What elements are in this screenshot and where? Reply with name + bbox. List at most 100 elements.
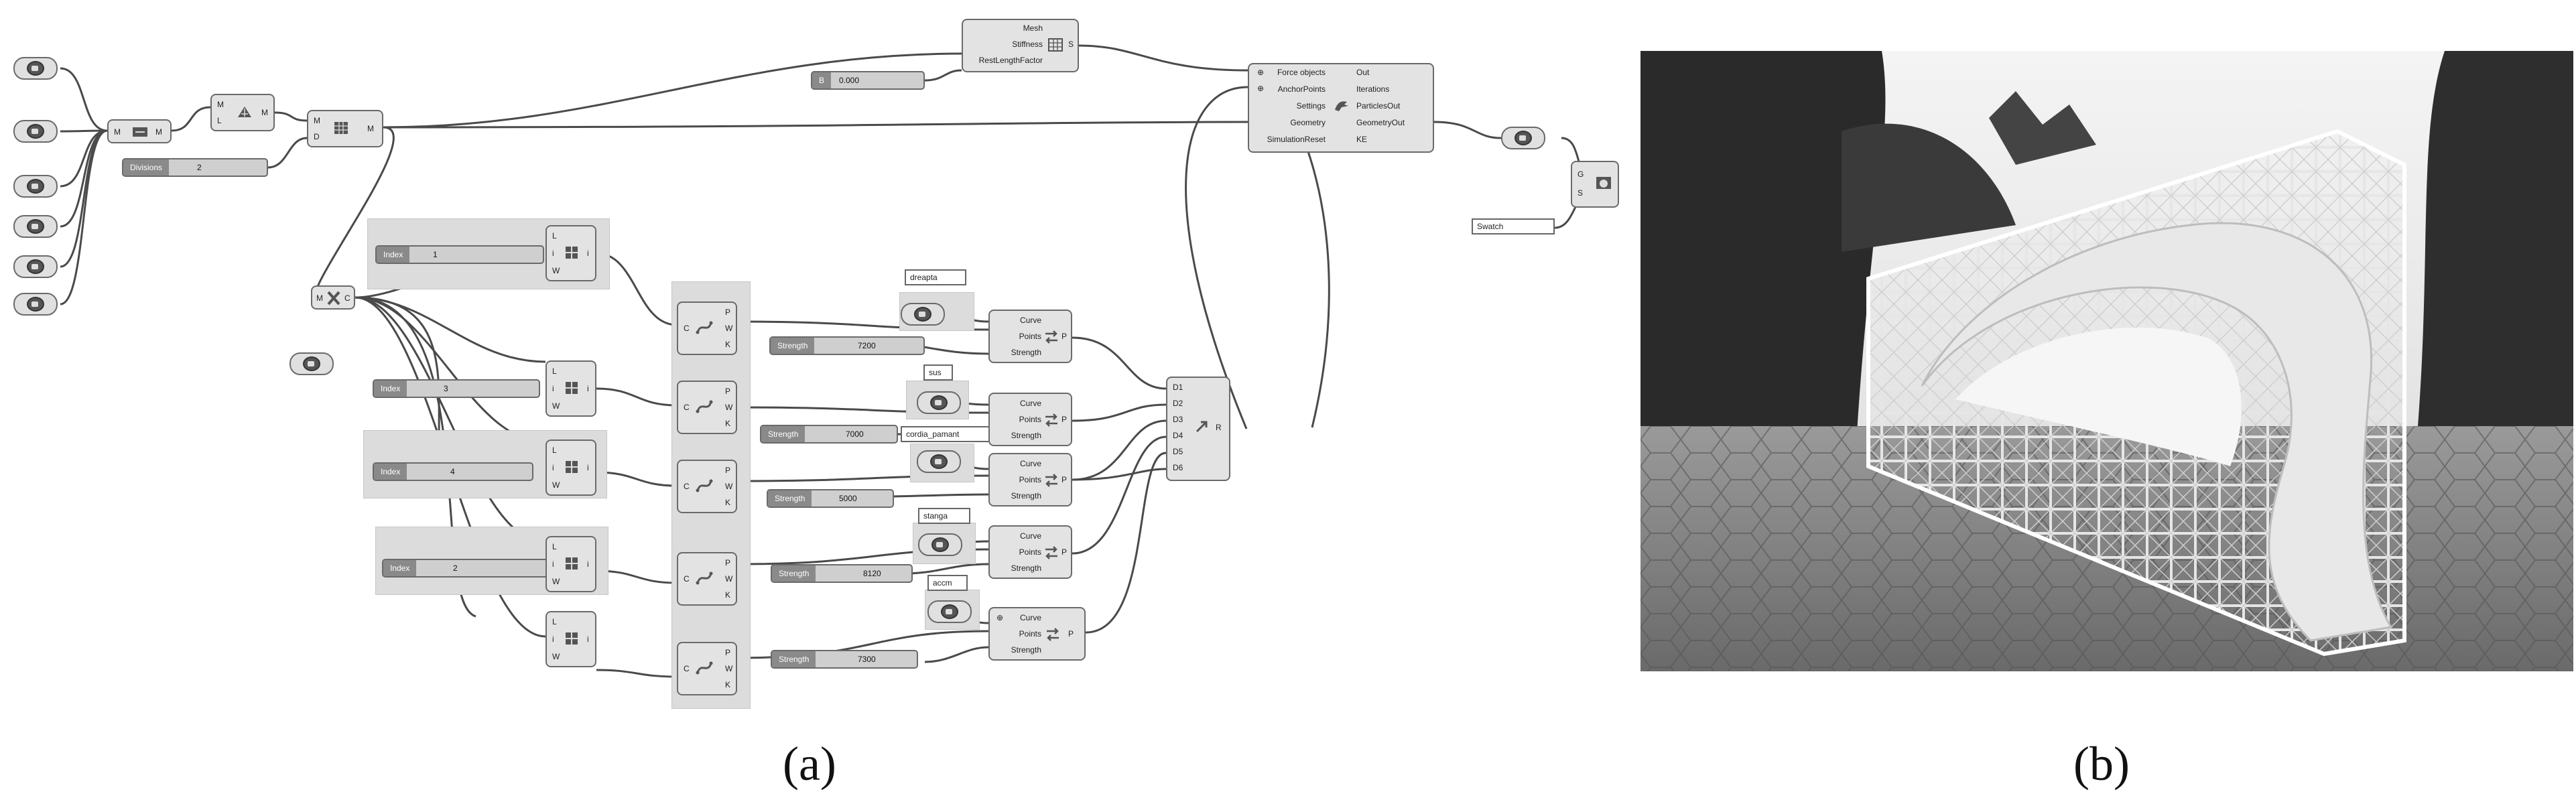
control-points-node[interactable]: C P W K xyxy=(677,301,737,355)
port-restlengthfactor: RestLengthFactor xyxy=(978,56,1043,65)
curve-goal-icon xyxy=(1047,628,1059,641)
index-slider-4[interactable]: Index 4 xyxy=(373,462,533,481)
divisions-slider[interactable]: Divisions 2 xyxy=(122,158,268,177)
control-points-node[interactable]: C P W K xyxy=(677,381,737,434)
mesh-param[interactable] xyxy=(13,255,58,278)
mesh-join-icon xyxy=(238,107,251,117)
strength-slider-8120[interactable]: Strength 8120 xyxy=(771,564,913,583)
port-p: P xyxy=(725,308,731,317)
subdivide-node[interactable]: M D M xyxy=(307,110,383,147)
slider-value: 7200 xyxy=(858,341,876,350)
port-p-out: P xyxy=(1068,629,1074,638)
slider-label: Strength xyxy=(771,338,815,354)
curved-shell xyxy=(1921,222,2393,642)
control-points-node[interactable]: C P W K xyxy=(677,642,737,695)
tree-right xyxy=(2418,51,2573,426)
label-panel-cordia[interactable]: cordia_pamant xyxy=(901,426,992,442)
b-slider[interactable]: B 0.000 xyxy=(811,71,925,90)
port-w: W xyxy=(552,266,560,275)
port-c: C xyxy=(684,482,690,491)
list-item-node[interactable]: L i W i xyxy=(545,536,596,592)
wire xyxy=(314,126,395,299)
list-item-node[interactable]: L i W i xyxy=(545,611,596,667)
mesh-param[interactable] xyxy=(13,293,58,316)
control-points-icon xyxy=(696,400,713,413)
mesh-stiffness-node[interactable]: Mesh Stiffness RestLengthFactor S xyxy=(962,19,1079,72)
subdiv-input-m: M xyxy=(314,116,320,125)
port-d5: D5 xyxy=(1173,447,1183,456)
wire xyxy=(60,129,108,306)
swatch-panel[interactable]: Swatch xyxy=(1472,218,1555,234)
port-s-output: S xyxy=(1068,40,1074,49)
port-r: R xyxy=(1216,423,1222,432)
kangaroo-solver-node[interactable]: ⊕ ⊕ Force objects AnchorPoints Settings … xyxy=(1248,63,1434,153)
curve-goal-node[interactable]: Curve Points Strength P xyxy=(988,525,1072,579)
mesh-param[interactable] xyxy=(13,57,58,80)
curve-goal-node[interactable]: Curve Points Strength P xyxy=(988,453,1072,507)
curve-param[interactable] xyxy=(927,600,972,623)
strength-slider-5000[interactable]: Strength 5000 xyxy=(767,489,894,508)
merge-output: M xyxy=(155,127,162,137)
label-text: dreapta xyxy=(910,273,938,282)
mesh-param[interactable] xyxy=(13,175,58,198)
curve-goal-node[interactable]: ⊕ Curve Points Strength P xyxy=(988,607,1086,661)
label-panel-dreapta[interactable]: dreapta xyxy=(905,269,966,285)
wire xyxy=(355,296,546,363)
curve-param[interactable] xyxy=(917,391,961,414)
port-d2: D2 xyxy=(1173,399,1183,408)
wire xyxy=(1072,403,1167,422)
port-k: K xyxy=(725,340,731,349)
strength-slider-7300[interactable]: Strength 7300 xyxy=(771,650,918,669)
curve-param[interactable] xyxy=(917,450,961,473)
slider-label: Index xyxy=(374,381,407,397)
control-points-node[interactable]: C P W K xyxy=(677,552,737,606)
geometry-param[interactable] xyxy=(1501,127,1545,149)
port-i-out: i xyxy=(587,634,589,644)
slider-label: Index xyxy=(383,560,417,576)
port-curve: Curve xyxy=(1019,316,1041,325)
param-icon xyxy=(914,307,931,322)
curve-goal-node[interactable]: Curve Points Strength P xyxy=(988,310,1072,363)
port-c: C xyxy=(684,324,690,333)
custom-preview-node[interactable]: G S xyxy=(1571,161,1619,208)
port-w: W xyxy=(552,577,560,586)
caption-a: (a) xyxy=(783,737,836,791)
curve-param[interactable] xyxy=(901,303,945,326)
explode-node[interactable]: M C xyxy=(311,285,355,310)
port-p: P xyxy=(725,648,731,657)
list-item-node[interactable]: L i W i xyxy=(545,440,596,496)
label-panel-stanga[interactable]: stanga xyxy=(918,508,970,524)
mesh-param[interactable] xyxy=(13,215,58,238)
mesh-param[interactable] xyxy=(289,352,334,375)
port-i-out: i xyxy=(587,384,589,393)
merge-d-node[interactable]: D1 D2 D3 D4 D5 D6 R xyxy=(1166,377,1230,481)
strength-slider-7200[interactable]: Strength 7200 xyxy=(769,336,925,355)
wire xyxy=(1433,121,1502,139)
control-points-node[interactable]: C P W K xyxy=(677,460,737,513)
merge-node[interactable]: M M xyxy=(107,119,172,143)
list-item-node[interactable]: L i W i xyxy=(545,225,596,281)
port-w: W xyxy=(725,574,733,584)
port-k: K xyxy=(725,419,731,428)
strength-slider-7000[interactable]: Strength 7000 xyxy=(760,425,898,444)
wire xyxy=(383,121,1248,129)
index-slider-3[interactable]: Index 3 xyxy=(373,379,540,398)
label-panel-accm[interactable]: accm xyxy=(927,575,968,591)
wire xyxy=(1085,452,1167,634)
list-item-node[interactable]: L i W i xyxy=(545,360,596,417)
param-icon xyxy=(27,219,44,234)
curve-param[interactable] xyxy=(918,533,962,556)
index-slider-1[interactable]: Index 1 xyxy=(375,245,544,264)
mesh-param[interactable] xyxy=(13,120,58,143)
slider-label: Strength xyxy=(768,490,812,507)
label-panel-sus[interactable]: sus xyxy=(923,364,953,381)
index-slider-2[interactable]: Index 2 xyxy=(382,559,550,578)
join-mesh-node[interactable]: M L M xyxy=(210,94,275,131)
port-w: W xyxy=(725,482,733,491)
wire xyxy=(383,52,962,129)
port-w: W xyxy=(552,480,560,490)
tree-top xyxy=(1989,91,2096,165)
label-text: stanga xyxy=(923,511,948,521)
curve-goal-node[interactable]: Curve Points Strength P xyxy=(988,393,1072,446)
pavilion-photo xyxy=(1640,51,2573,671)
